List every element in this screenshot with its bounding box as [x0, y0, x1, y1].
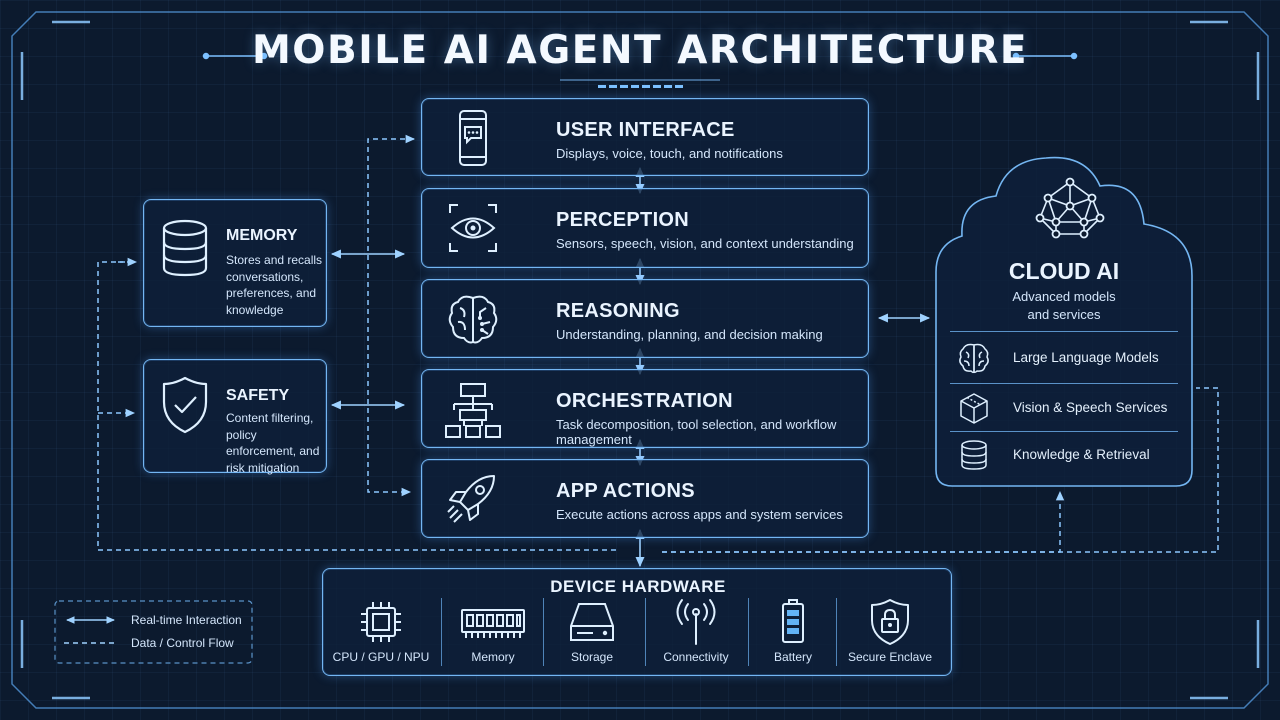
database-icon	[961, 440, 987, 470]
memory-title: MEMORY	[226, 227, 298, 244]
cube-icon	[960, 393, 988, 424]
layer-orchestration: ORCHESTRATION Task decomposition, tool s…	[421, 369, 869, 448]
safety-panel: SAFETY Content filtering, policy enforce…	[143, 359, 327, 475]
eye-scan-icon	[449, 204, 497, 252]
hardware-item-storage: Storage	[541, 596, 643, 670]
hardware-item-memory: Memory	[442, 596, 544, 670]
layer-title: PERCEPTION	[556, 209, 690, 231]
hardware-divider	[441, 598, 442, 666]
memory-panel: MEMORY Stores and recalls conversations,…	[143, 199, 327, 327]
hardware-divider	[748, 598, 749, 666]
hardware-item-battery: Battery	[742, 596, 844, 670]
page-title: MOBILE AI AGENT ARCHITECTURE	[252, 28, 1028, 73]
hardware-divider	[543, 598, 544, 666]
cloud-divider	[950, 431, 1178, 432]
cloud-divider	[950, 383, 1178, 384]
hardware-item-secure-enclave: Secure Enclave	[839, 596, 941, 670]
hierarchy-icon	[445, 383, 501, 438]
battery-icon	[782, 599, 804, 643]
cloud-service-label: Knowledge & Retrieval	[1013, 447, 1150, 462]
hardware-label: Memory	[471, 650, 515, 664]
hardware-label: Storage	[570, 650, 614, 664]
brain-circuit-icon	[448, 295, 498, 344]
device-hardware-panel	[322, 568, 952, 676]
cloud-service-vision-speech: Vision & Speech Services	[952, 384, 1176, 432]
hardware-item-cpu: CPU / GPU / NPU	[330, 596, 432, 670]
cloud-service-llm: Large Language Models	[952, 334, 1176, 382]
database-icon	[162, 219, 208, 277]
hardware-label: Battery	[773, 650, 812, 664]
device-hardware-title: DEVICE HARDWARE	[550, 577, 726, 596]
hardware-label: Secure Enclave	[847, 650, 933, 664]
layer-description: Task decomposition, tool selection, and …	[556, 417, 837, 447]
legend-item-dataflow: Data / Control Flow	[64, 635, 244, 653]
chip-icon	[361, 602, 401, 642]
layer-description: Sensors, speech, vision, and context und…	[556, 236, 854, 251]
layer-description: Execute actions across apps and system s…	[556, 507, 843, 522]
brain-icon	[959, 343, 989, 374]
shield-check-icon	[162, 376, 208, 434]
layer-title: APP ACTIONS	[556, 480, 695, 502]
legend	[54, 600, 253, 664]
storage-drive-icon	[570, 603, 614, 641]
hardware-divider	[836, 598, 837, 666]
legend-label: Real-time Interaction	[131, 613, 242, 627]
layer-app-actions: APP ACTIONS Execute actions across apps …	[421, 459, 869, 538]
legend-label: Data / Control Flow	[131, 636, 234, 650]
hardware-divider	[645, 598, 646, 666]
safety-description: Content filtering, policy enforcement, a…	[226, 411, 320, 475]
cloud-divider	[950, 331, 1178, 332]
antenna-icon	[676, 599, 716, 645]
cloud-service-label: Large Language Models	[1013, 350, 1159, 365]
shield-lock-icon	[871, 599, 909, 645]
layer-reasoning: REASONING Understanding, planning, and d…	[421, 279, 869, 358]
layer-description: Displays, voice, touch, and notification…	[556, 146, 783, 161]
layer-title: REASONING	[556, 300, 680, 322]
smartphone-chat-icon	[459, 110, 487, 166]
safety-title: SAFETY	[226, 387, 290, 404]
layer-perception: PERCEPTION Sensors, speech, vision, and …	[421, 188, 869, 268]
rocket-icon	[447, 475, 495, 523]
memory-description: Stores and recalls conversations, prefer…	[226, 253, 323, 317]
cloud-ai-subtitle: Advanced models and services	[1012, 289, 1116, 322]
layer-user-interface: USER INTERFACE Displays, voice, touch, a…	[421, 98, 869, 176]
layer-title: USER INTERFACE	[556, 119, 735, 141]
ram-icon	[461, 609, 525, 638]
hardware-item-connectivity: Connectivity	[645, 596, 747, 670]
layer-description: Understanding, planning, and decision ma…	[556, 327, 823, 342]
cloud-ai-title: CLOUD AI	[1008, 258, 1120, 284]
legend-item-realtime: Real-time Interaction	[64, 612, 244, 630]
hardware-label: Connectivity	[663, 650, 729, 664]
layer-title: ORCHESTRATION	[556, 390, 733, 412]
cloud-service-label: Vision & Speech Services	[1013, 400, 1168, 415]
network-sphere-icon	[1035, 177, 1105, 239]
cloud-service-knowledge: Knowledge & Retrieval	[952, 431, 1176, 479]
hardware-label: CPU / GPU / NPU	[332, 650, 430, 664]
